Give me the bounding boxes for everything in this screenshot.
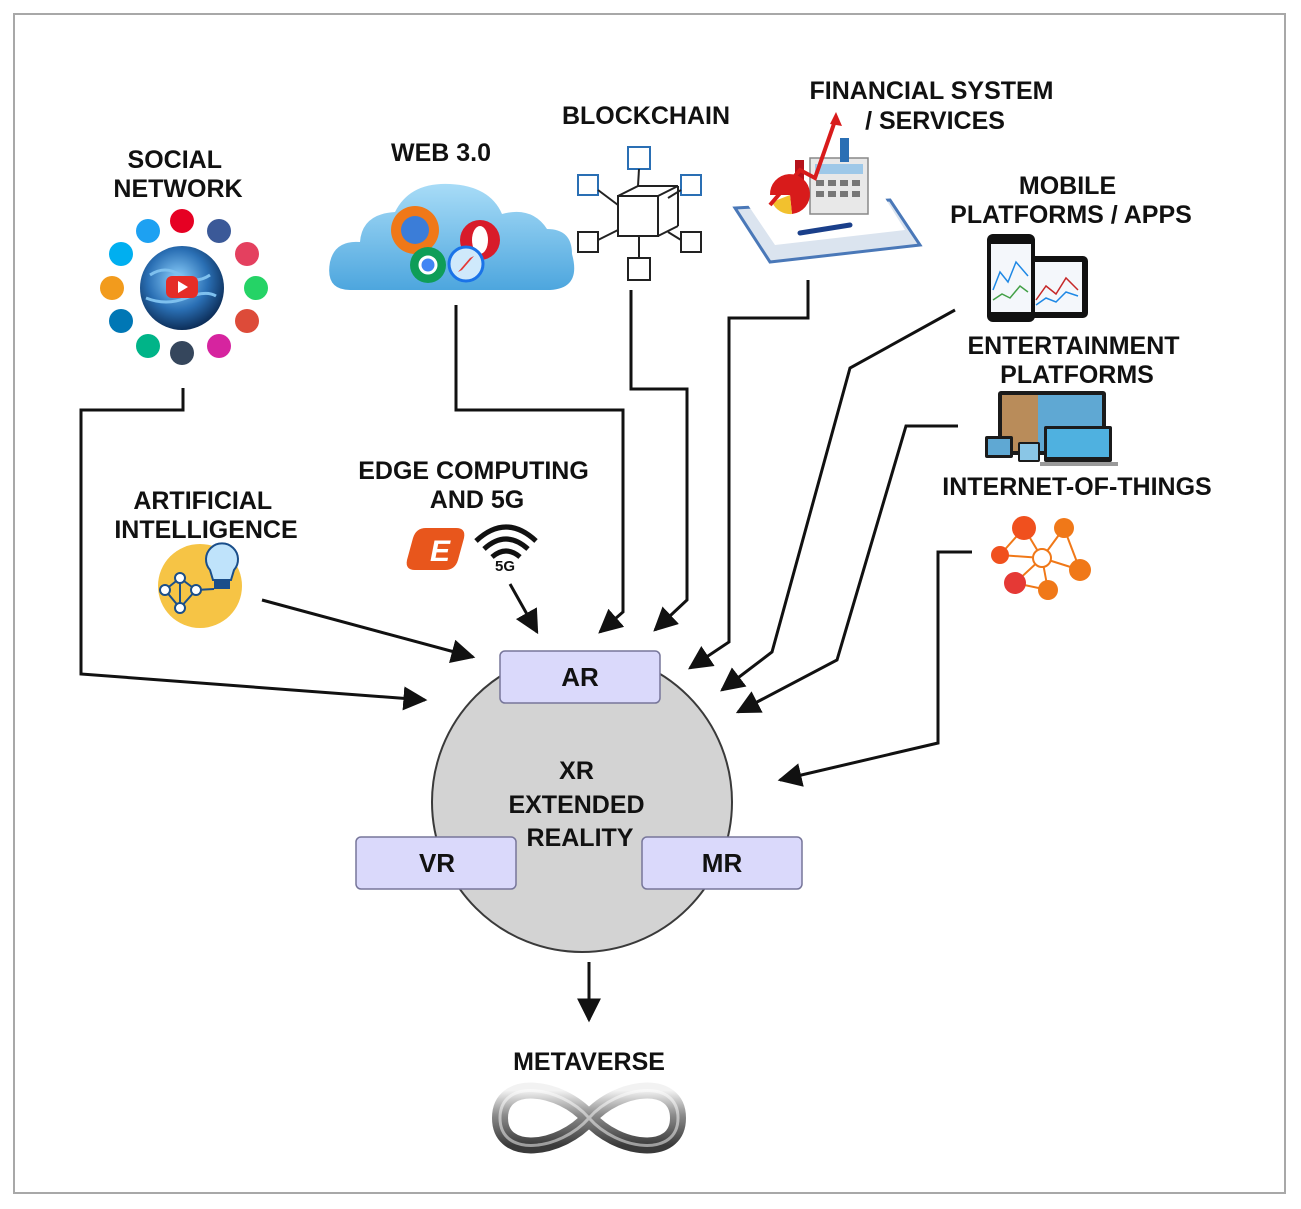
blockchain-cubes-icon [577, 146, 702, 281]
xr-title: XR EXTENDED REALITY [508, 757, 651, 852]
multi-device-screens-icon [985, 391, 1118, 466]
blockchain-label: BLOCKCHAIN [562, 102, 730, 130]
vr-box: VR [355, 836, 517, 890]
edge-label: EDGE COMPUTING AND 5G [358, 457, 596, 514]
xr-hub: XR EXTENDED REALITY AR VR MR [355, 650, 803, 953]
mr-label: MR [702, 848, 743, 878]
mobile-connector [720, 308, 956, 692]
iot-connector [777, 550, 972, 787]
web3-label: WEB 3.0 [391, 139, 491, 167]
ai-label: ARTIFICIAL INTELLIGENCE [114, 487, 297, 544]
ar-label: AR [561, 662, 599, 692]
entertainment-connector [735, 424, 958, 714]
ai-connector [261, 598, 476, 663]
financial-connector [688, 280, 810, 670]
phone-tablet-icon [987, 234, 1088, 322]
figure-frame [13, 13, 1286, 1194]
ar-box: AR [499, 650, 661, 704]
social-connector [79, 388, 428, 711]
metaverse-label: METAVERSE [513, 1048, 665, 1076]
infinity-icon [492, 1082, 686, 1154]
browser-cloud-icon [329, 183, 575, 290]
connectors [79, 280, 972, 1023]
mr-box: MR [641, 836, 803, 890]
web3-connector [454, 305, 625, 634]
5g-badge: 5G [495, 558, 515, 575]
social-network-label: SOCIAL NETWORK [113, 146, 242, 203]
entertainment-label: ENTERTAINMENT PLATFORMS [968, 332, 1187, 389]
mobile-label: MOBILE PLATFORMS / APPS [950, 172, 1192, 229]
finance-chart-calculator-icon [732, 112, 923, 264]
financial-label: FINANCIAL SYSTEM / SERVICES [810, 77, 1061, 135]
svg-text:E: E [430, 535, 451, 568]
social-media-globe-icon [100, 209, 268, 365]
lightbulb-network-icon [158, 542, 242, 628]
edge-5g-wifi-icon: E 5G [406, 524, 538, 575]
vr-label: VR [419, 848, 455, 878]
iot-label: INTERNET-OF-THINGS [942, 473, 1211, 501]
edge-connector [508, 583, 539, 635]
blockchain-connector [629, 290, 689, 632]
iot-network-icon [991, 516, 1091, 600]
